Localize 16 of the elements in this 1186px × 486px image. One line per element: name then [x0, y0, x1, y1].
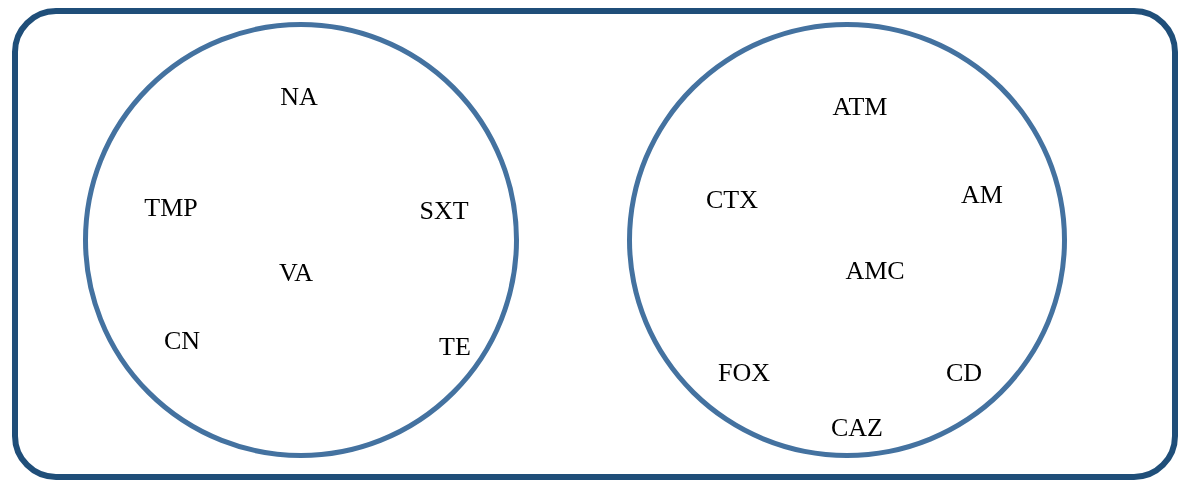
plate-circle [83, 22, 519, 458]
plate-circle [627, 22, 1067, 458]
code-label: CN [163, 326, 201, 356]
code-label: ATM [832, 92, 888, 122]
code-label: VA [278, 258, 314, 288]
code-label: CD [945, 358, 983, 388]
code-label: CTX [706, 185, 758, 215]
code-label: NA [280, 82, 318, 112]
code-label: AMC [845, 256, 905, 286]
code-label: TE [439, 332, 471, 362]
code-label: SXT [419, 196, 469, 226]
code-label: FOX [718, 358, 770, 388]
code-label: AM [961, 180, 1003, 210]
code-label: CAZ [831, 413, 883, 443]
code-label: TMP [144, 193, 198, 223]
frame-box [12, 8, 1178, 480]
